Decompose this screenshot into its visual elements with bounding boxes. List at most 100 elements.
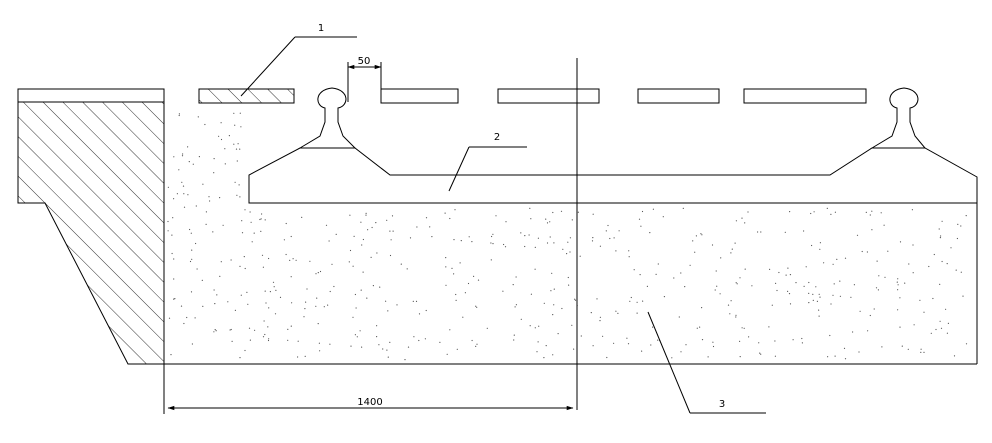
- callout-1-label: 1: [318, 23, 324, 34]
- texture-dot: [744, 222, 746, 224]
- texture-dot: [424, 338, 426, 340]
- texture-dot: [596, 298, 598, 300]
- texture-dot: [178, 114, 180, 117]
- texture-dot: [877, 289, 880, 291]
- texture-dot: [171, 252, 173, 255]
- texture-dot: [415, 300, 418, 302]
- texture-dot: [264, 333, 266, 336]
- texture-dot: [425, 217, 428, 219]
- texture-dot: [227, 301, 229, 303]
- texture-dot: [751, 285, 753, 287]
- texture-dot: [202, 305, 204, 307]
- texture-dot: [808, 302, 810, 304]
- texture-dot: [214, 329, 216, 331]
- texture-dot: [188, 161, 190, 163]
- texture-dot: [495, 215, 497, 217]
- texture-dot: [682, 207, 684, 209]
- texture-dot: [599, 316, 602, 318]
- texture-dot: [534, 268, 536, 270]
- texture-dot: [899, 297, 901, 299]
- texture-dot: [407, 346, 410, 348]
- texture-dot: [719, 293, 721, 295]
- texture-dot: [788, 293, 791, 295]
- texture-dot: [945, 308, 947, 310]
- texture-dot: [301, 216, 303, 218]
- texture-dot: [173, 258, 175, 260]
- texture-dot: [187, 194, 189, 196]
- texture-dot: [261, 213, 263, 215]
- texture-dot: [534, 246, 536, 248]
- texture-dot: [701, 339, 704, 341]
- plate: [497, 88, 600, 104]
- texture-dot: [696, 327, 698, 329]
- texture-dot: [618, 230, 620, 232]
- texture-dot: [941, 220, 943, 222]
- texture-dot: [787, 267, 789, 269]
- texture-dot: [309, 260, 311, 262]
- texture-dot: [769, 268, 771, 270]
- texture-dot: [735, 316, 737, 318]
- texture-dot: [946, 332, 949, 334]
- texture-dot: [530, 293, 533, 295]
- texture-dot: [329, 343, 331, 345]
- texture-dot: [641, 210, 644, 213]
- texture-dot: [205, 211, 207, 213]
- texture-dot: [865, 211, 867, 213]
- texture-dot: [813, 211, 815, 213]
- texture-dot: [605, 230, 607, 232]
- texture-dot: [727, 304, 730, 306]
- texture-dot: [577, 211, 580, 213]
- texture-dot: [712, 345, 715, 348]
- texture-dot: [844, 257, 847, 259]
- texture-dot: [391, 215, 394, 217]
- texture-dot: [262, 266, 264, 268]
- texture-dot: [431, 236, 433, 238]
- texture-dot: [172, 217, 174, 219]
- texture-dot: [867, 330, 869, 332]
- texture-dot: [613, 237, 615, 239]
- texture-dot: [730, 300, 732, 302]
- texture-dot: [899, 241, 902, 243]
- texture-dot: [759, 352, 761, 354]
- texture-dot: [560, 210, 563, 212]
- texture-dot: [700, 233, 702, 235]
- texture-dot: [213, 331, 215, 333]
- texture-dot: [561, 307, 563, 310]
- texture-dot: [359, 330, 361, 332]
- texture-dot: [195, 205, 197, 207]
- texture-dot: [801, 337, 803, 340]
- texture-dot: [699, 326, 701, 328]
- texture-dot: [492, 233, 494, 235]
- texture-dot: [897, 278, 899, 280]
- texture-dot: [241, 220, 243, 222]
- texture-dot: [167, 186, 169, 188]
- texture-dot: [613, 342, 615, 344]
- texture-dot: [306, 288, 308, 290]
- texture-dot: [590, 312, 592, 314]
- texture-dot: [449, 217, 451, 220]
- plate: [380, 88, 459, 104]
- texture-dot: [546, 242, 549, 244]
- texture-dot: [832, 263, 834, 265]
- texture-dot: [218, 135, 220, 137]
- texture-dot: [233, 112, 235, 114]
- texture-dot: [464, 292, 466, 294]
- texture-dot: [186, 316, 188, 319]
- texture-dot: [173, 278, 175, 280]
- texture-dot: [167, 230, 169, 232]
- texture-dot: [887, 250, 889, 252]
- plate: [743, 88, 867, 104]
- texture-dot: [304, 355, 306, 357]
- texture-dot: [268, 307, 270, 309]
- texture-dot: [283, 239, 285, 241]
- texture-dot: [228, 135, 230, 137]
- texture-dot: [720, 257, 722, 259]
- texture-dot: [392, 230, 394, 232]
- texture-dot: [224, 148, 226, 150]
- texture-dot: [774, 355, 777, 357]
- texture-dot: [591, 240, 594, 242]
- texture-dot: [662, 216, 664, 218]
- texture-dot: [412, 300, 414, 302]
- texture-dot: [615, 250, 617, 252]
- texture-dot: [354, 334, 356, 336]
